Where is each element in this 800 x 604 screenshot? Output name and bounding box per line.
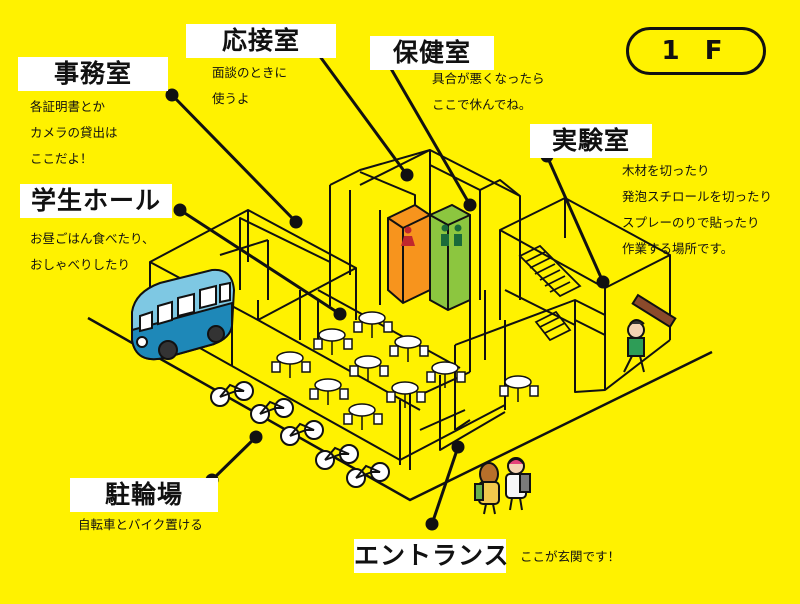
floor-indicator: 1 F	[626, 27, 766, 75]
student-hall-note: お昼ごはん食べたり、 おしゃべりしたり	[30, 231, 155, 272]
bus-illustration	[131, 268, 236, 361]
lab-label: 実験室	[530, 124, 652, 158]
restroom-icon	[441, 224, 462, 246]
reception-room-note: 面談のときに 使うよ	[212, 65, 288, 106]
people-at-entrance	[474, 457, 531, 515]
entrance-note: ここが玄関です！	[520, 549, 621, 564]
health-room-note: 具合が悪くなったら ここで休んでね。	[432, 71, 545, 112]
person-carrying-plank	[623, 293, 677, 373]
cafeteria-tables	[271, 311, 539, 430]
student-hall-label: 学生ホール	[20, 184, 172, 218]
restroom-female-icon	[401, 226, 415, 246]
bicycle-parking-note: 自転車とバイク置ける	[78, 517, 203, 532]
health-room-blocks	[387, 203, 471, 312]
bicycle-parking-label: 駐輪場	[70, 478, 218, 512]
reception-room-label: 応接室	[186, 24, 336, 58]
ground-outline	[87, 316, 713, 502]
bicycles	[210, 381, 390, 488]
lab-note: 木材を切ったり 発泡スチロールを切ったり スプレーのりで貼ったり 作業する場所で…	[622, 163, 773, 256]
office-label: 事務室	[18, 57, 168, 91]
staircase	[518, 244, 582, 342]
health-room-label: 保健室	[370, 36, 494, 70]
office-note: 各証明書とか カメラの貸出は ここだよ！	[30, 99, 118, 166]
entrance-label: エントランス	[354, 539, 509, 573]
